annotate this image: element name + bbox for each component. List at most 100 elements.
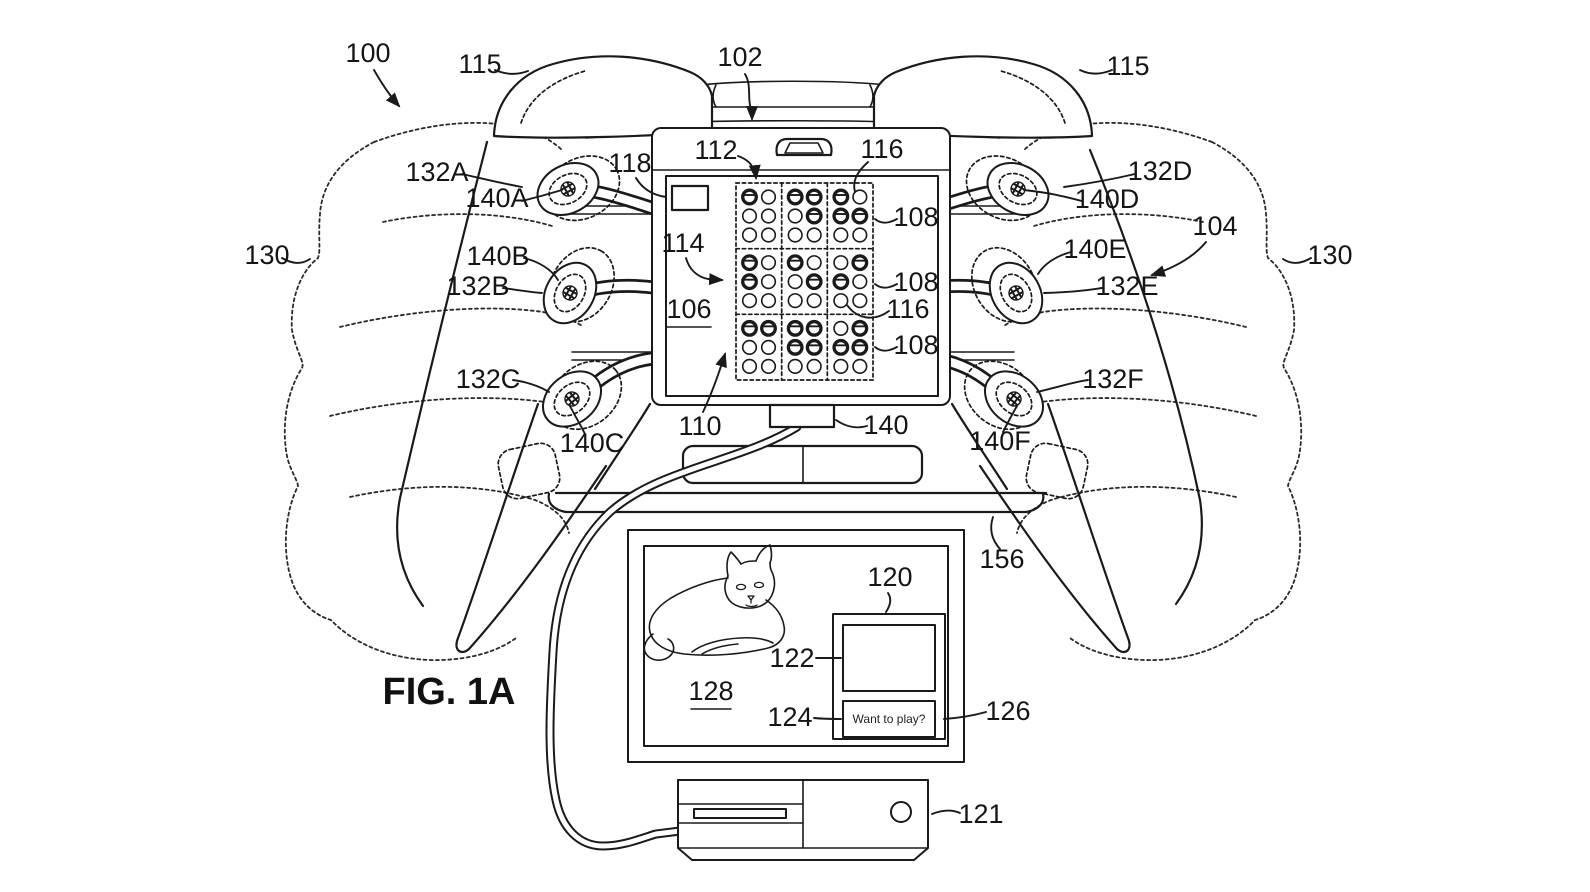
braille-dot-raised [786,254,804,272]
braille-grid [735,182,874,381]
leader-108a [874,218,898,224]
ref-label-140: 140 [863,410,908,440]
crosshatch-icon [562,285,578,301]
braille-dot-raised [786,188,804,206]
braille-dot-flat [760,358,777,374]
band-separator-left [712,84,717,108]
band-separator-right [869,84,874,108]
cat-eye [753,581,765,589]
braille-dot-flat [760,227,777,243]
arrow-112 [737,155,761,181]
arrow-102 [744,73,758,122]
leader-130-left [281,257,311,264]
body-side-right [950,402,1009,491]
braille-dot-flat [806,255,822,271]
braille-dot-flat [833,358,849,374]
ref-label-108a: 108 [893,202,938,232]
hand-top-edge [373,121,564,152]
body-side-left [593,402,652,491]
braille-dot-flat [760,339,777,355]
braille-dot-raised [805,207,823,225]
paddle-inner-ring [998,172,1038,206]
braille-dot-flat [787,358,803,374]
braille-dot-flat [760,293,777,309]
base-plate-bottom [547,492,1045,514]
braille-dot-flat [806,293,822,309]
paddle-pad-140A [536,155,621,222]
arrow-110 [702,351,727,413]
ref-label-126: 126 [985,696,1030,726]
braille-dot-raised [741,273,758,291]
cat-tail [643,633,675,661]
ref-label-140A: 140A [465,183,528,213]
tv-display: Want to play? [627,529,965,763]
dialog-box-122 [842,624,936,692]
arrow-100 [373,69,401,108]
ref-label-116b: 116 [886,294,929,324]
braille-dot-flat [806,358,822,374]
console-slot-band [677,803,804,824]
top-band-upper [699,80,887,86]
braille-dot-flat [741,227,758,243]
cat-head-top [740,560,757,565]
leader-140 [835,419,868,429]
paddle-pads [536,155,1050,431]
arrow-114 [685,257,725,286]
ref-label-140B: 140B [466,241,529,271]
bumper-right [872,55,1094,139]
leader-140E [1037,251,1072,275]
braille-dot-flat [741,293,758,309]
leader-132D [1063,173,1136,188]
braille-dot-raised [832,207,850,225]
ref-label-140E: 140E [1063,234,1126,264]
leader-132A [461,173,523,188]
braille-dot-raised [851,254,869,272]
braille-dot-raised [851,338,869,356]
braille-dot-raised [805,319,823,337]
braille-dot-flat [760,255,777,271]
ref-label-132B: 132B [446,271,509,301]
leader-116-lower [846,304,890,319]
bumper-seam [520,70,586,124]
paddle-pad-140D [965,155,1050,222]
grip-pad-left [497,442,561,500]
finger-line [382,213,553,227]
cat-right-ear [755,544,773,564]
crosshatch-icon [1006,391,1022,407]
braille-grid-border [735,182,874,381]
cat-paw [701,643,739,655]
paddle-pad-140B [542,246,616,325]
leader-132C [512,379,550,393]
braille-dot-flat [852,293,868,309]
braille-dot-flat [741,358,758,374]
game-console [677,779,929,861]
ref-label-108b: 108 [893,267,938,297]
latch-handle-inner [784,142,824,154]
leader-124 [813,717,842,720]
leader-140D [1023,189,1083,202]
ref-label-115L: 115 [458,49,501,79]
ref-label-115R: 115 [1106,51,1149,81]
crosshatch-icon [1008,285,1024,301]
controller-shell-edge-right [1088,148,1203,606]
braille-dot-flat [833,255,849,271]
ref-label-140D: 140D [1075,184,1140,214]
grip-pad-right [1025,442,1089,500]
braille-dot-raised [851,207,869,225]
ref-label-100: 100 [345,38,390,68]
braille-dot-raised [832,188,850,206]
braille-dot-flat [852,358,868,374]
bottom-panel [681,444,924,485]
top-bumper-assembly [492,55,1094,139]
leader-132E [1043,287,1103,294]
braille-dot-raised [832,338,850,356]
leader-140B [523,257,559,281]
ref-label-120: 120 [867,562,912,592]
ref-label-121: 121 [958,799,1003,829]
ref-label-132E: 132E [1095,271,1158,301]
leader-118 [635,177,667,198]
leader-116-top [853,161,869,193]
ref-label-112: 112 [694,135,737,165]
ref-label-132A: 132A [405,157,468,187]
grip-right [978,402,1131,654]
